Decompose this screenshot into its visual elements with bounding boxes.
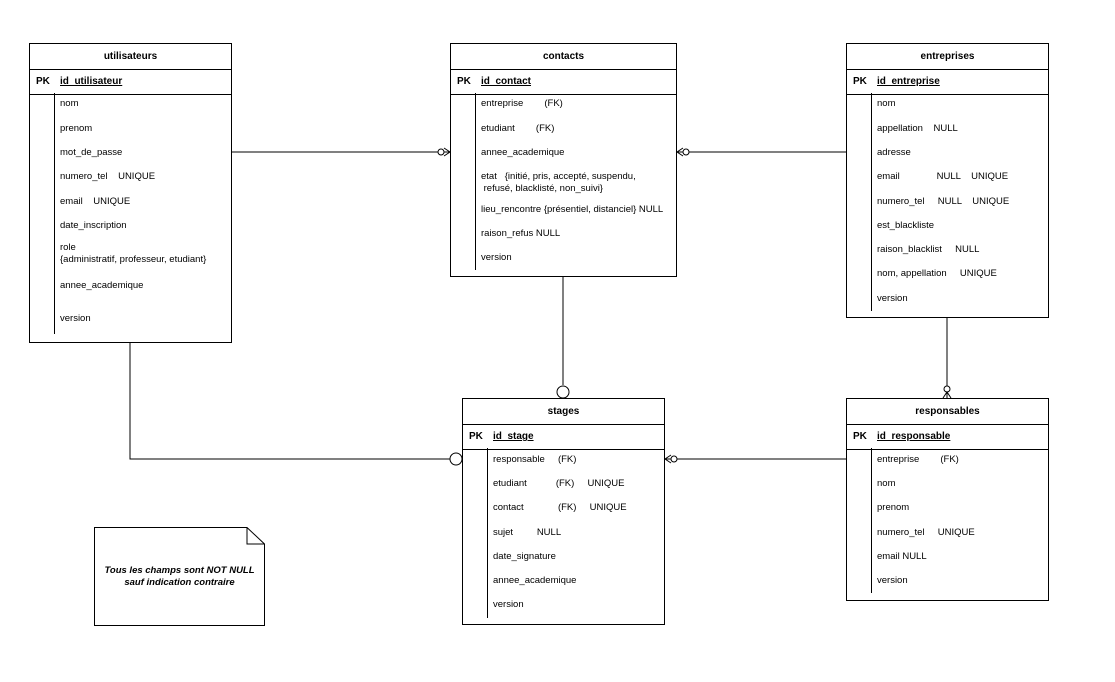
field-raison-refus: raison_refus NULL: [481, 228, 561, 239]
field-numero-tel: numero_tel UNIQUE: [60, 171, 156, 182]
note-line-2: sauf indication contraire: [124, 577, 235, 588]
field-numero-tel: numero_tel UNIQUE: [877, 527, 975, 538]
link-utilisateurs-stages: [129, 343, 450, 460]
entity-utilisateurs: utilisateurs PK id_utilisateur nom preno…: [29, 43, 232, 343]
field-date-signature: date_signature: [493, 551, 556, 562]
link-contacts-entreprises-crowfoot: [676, 147, 684, 157]
field-version: version: [60, 313, 91, 324]
field-version: version: [493, 599, 524, 610]
field-appellation: appellation NULL: [877, 123, 958, 134]
field-nom: nom: [877, 98, 896, 109]
entity-title: utilisateurs: [30, 44, 231, 70]
field-version: version: [877, 293, 908, 304]
link-entreprises-responsables-crowfoot: [942, 391, 952, 399]
field-mot-de-passe: mot_de_passe: [60, 147, 123, 158]
field-role: role {administratif, professeur, etudian…: [60, 242, 207, 265]
primary-key-row: PK id_utilisateur: [30, 70, 231, 95]
field-etat: etat {initié, pris, accepté, suspendu, r…: [481, 171, 636, 194]
column-divider: [871, 93, 872, 311]
field-version: version: [481, 252, 512, 263]
pk-field: id_stage: [493, 431, 534, 442]
primary-key-row: PK id_stage: [463, 425, 664, 450]
field-est-blackliste: est_blackliste: [877, 220, 935, 231]
field-entreprise: entreprise (FK): [877, 454, 959, 465]
field-numero-tel: numero_tel NULL UNIQUE: [877, 196, 1010, 207]
column-divider: [487, 448, 488, 618]
pk-field: id_responsable: [877, 431, 951, 442]
field-etudiant: etudiant (FK): [481, 123, 555, 134]
pk-label: PK: [853, 431, 867, 442]
link-contacts-entreprises-optional-marker: [682, 148, 690, 156]
link-contacts-stages-optional-marker: [556, 385, 570, 399]
field-prenom: prenom: [877, 502, 910, 513]
field-annee-academique: annee_academique: [60, 280, 144, 291]
pk-field: id_utilisateur: [60, 76, 123, 87]
note-shape: [94, 527, 265, 626]
field-version: version: [877, 575, 908, 586]
entity-title: stages: [463, 399, 664, 425]
entity-title: contacts: [451, 44, 676, 70]
column-divider: [871, 448, 872, 593]
entity-title: entreprises: [847, 44, 1048, 70]
primary-key-row: PK id_responsable: [847, 425, 1048, 450]
pk-label: PK: [469, 431, 483, 442]
column-divider: [475, 93, 476, 270]
note-box: Tous les champs sont NOT NULL sauf indic…: [94, 527, 265, 626]
field-sujet: sujet NULL: [493, 527, 562, 538]
pk-label: PK: [36, 76, 50, 87]
field-date-inscription: date_inscription: [60, 220, 127, 231]
entity-stages: stages PK id_stage responsable (FK) etud…: [462, 398, 665, 625]
field-annee-academique: annee_academique: [481, 147, 565, 158]
link-stages-responsables-optional-marker: [670, 455, 678, 463]
field-adresse: adresse: [877, 147, 911, 158]
field-nom: nom: [877, 478, 896, 489]
entity-entreprises: entreprises PK id_entreprise nom appella…: [846, 43, 1049, 318]
entity-title: responsables: [847, 399, 1048, 425]
note-line-1: Tous les champs sont NOT NULL: [104, 565, 255, 576]
field-responsable: responsable (FK): [493, 454, 577, 465]
field-email: email NULL UNIQUE: [877, 171, 1009, 182]
link-utilisateurs-contacts-optional-marker: [437, 148, 445, 156]
field-etudiant: etudiant (FK) UNIQUE: [493, 478, 625, 489]
column-divider: [54, 93, 55, 334]
entity-contacts: contacts PK id_contact entreprise (FK) e…: [450, 43, 677, 277]
field-lieu-rencontre: lieu_rencontre {présentiel, distanciel} …: [481, 204, 664, 215]
field-annee-academique: annee_academique: [493, 575, 577, 586]
pk-label: PK: [853, 76, 867, 87]
field-nom-appellation: nom, appellation UNIQUE: [877, 268, 997, 279]
note-text: Tous les champs sont NOT NULL sauf indic…: [94, 565, 265, 589]
field-prenom: prenom: [60, 123, 93, 134]
field-contact: contact (FK) UNIQUE: [493, 502, 627, 513]
field-email: email UNIQUE: [60, 196, 131, 207]
field-nom: nom: [60, 98, 79, 109]
entity-responsables: responsables PK id_responsable entrepris…: [846, 398, 1049, 601]
primary-key-row: PK id_entreprise: [847, 70, 1048, 95]
field-raison-blacklist: raison_blacklist NULL: [877, 244, 980, 255]
field-email: email NULL: [877, 551, 927, 562]
pk-label: PK: [457, 76, 471, 87]
field-entreprise: entreprise (FK): [481, 98, 563, 109]
link-utilisateurs-stages-optional-marker: [449, 452, 463, 466]
pk-field: id_entreprise: [877, 76, 940, 87]
primary-key-row: PK id_contact: [451, 70, 676, 95]
pk-field: id_contact: [481, 76, 532, 87]
link-stages-responsables-crowfoot: [664, 454, 672, 464]
